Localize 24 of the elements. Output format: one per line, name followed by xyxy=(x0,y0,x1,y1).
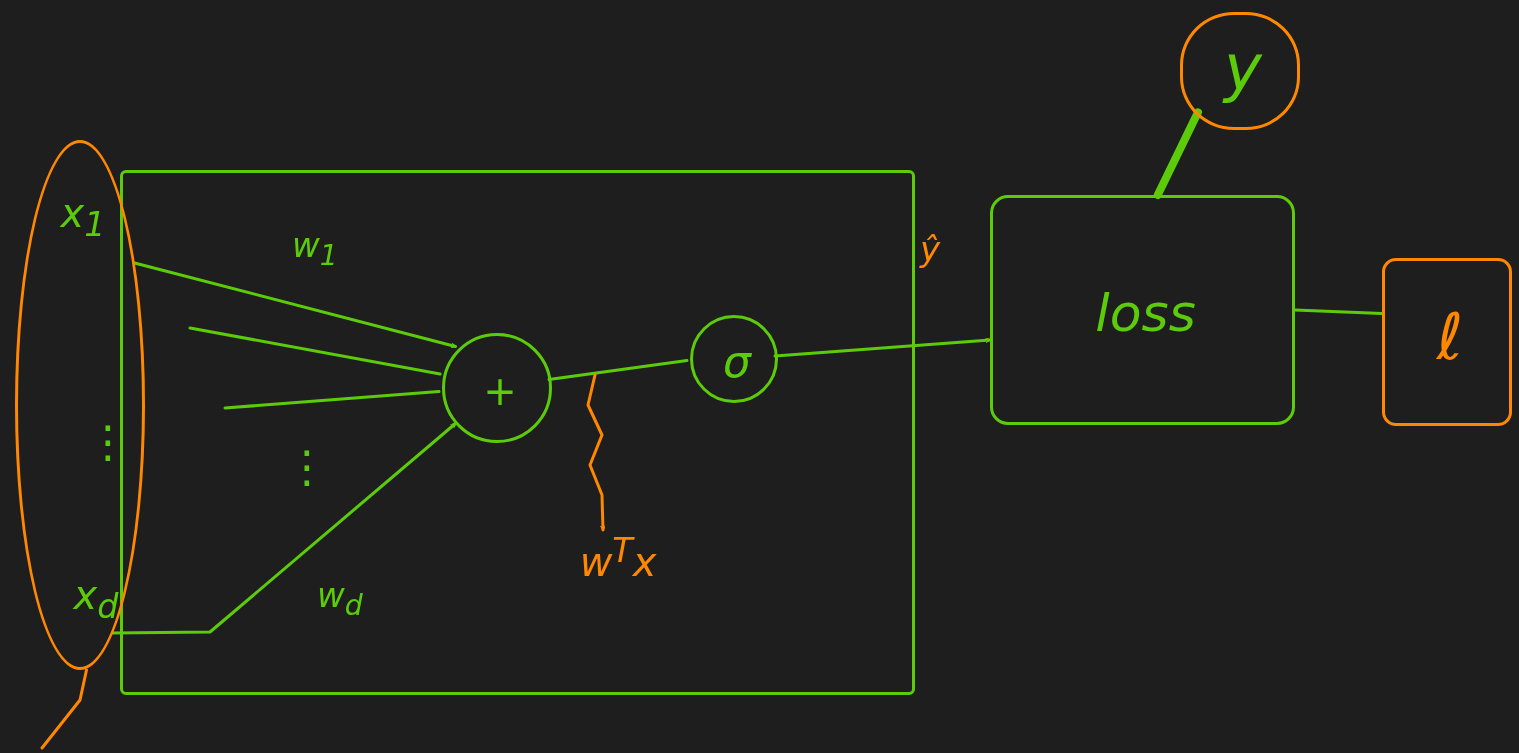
connector-line xyxy=(40,668,88,750)
input-oval xyxy=(15,140,145,670)
connector-line xyxy=(188,326,442,376)
output-box xyxy=(1382,258,1512,426)
arrow xyxy=(111,422,457,635)
loss-box xyxy=(990,195,1295,425)
node-label: + xyxy=(483,371,517,411)
arrow xyxy=(133,261,457,349)
ellipsis-label: ⋮ xyxy=(86,420,130,464)
node-label: loss xyxy=(1095,287,1196,339)
node-label: y xyxy=(1224,36,1262,101)
formula-label: w$^{T}$x xyxy=(579,533,657,583)
connector-line xyxy=(1153,108,1202,199)
sigmoid-circle xyxy=(690,315,778,403)
node-label: x$_{d}$ xyxy=(73,574,119,623)
ellipsis-label: ⋮ xyxy=(285,445,329,489)
connector-line xyxy=(1293,308,1384,315)
arrow xyxy=(586,373,606,532)
sum-circle xyxy=(442,333,552,443)
edge-label: ŷ xyxy=(918,232,943,266)
node-label: x$_{1}$ xyxy=(60,193,106,242)
node-label: ℓ xyxy=(1436,304,1464,369)
node-label: σ xyxy=(723,340,751,384)
connector-line xyxy=(223,390,441,410)
